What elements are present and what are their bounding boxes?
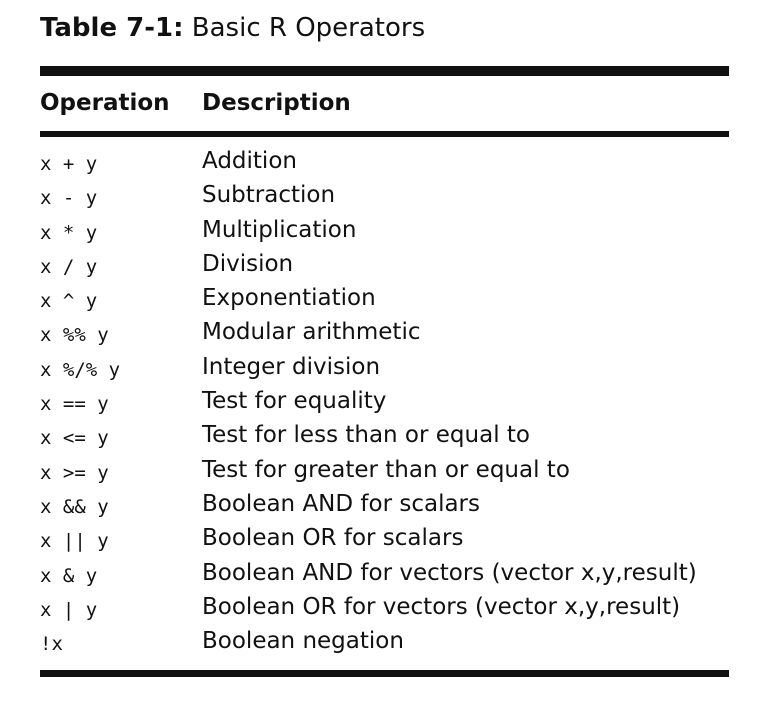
table-body: x + y Addition x - y Subtraction x * y Multip… <box>40 144 729 658</box>
table-row: x && y Boolean AND for scalars <box>40 487 729 521</box>
table-row: x <= y Test for less than or equal to <box>40 418 729 452</box>
table-row: x & y Boolean AND for vectors (vector x,y… <box>40 556 729 590</box>
table-row: x || y Boolean OR for scalars <box>40 521 729 555</box>
table-row: x * y Multiplication <box>40 213 729 247</box>
table-caption-label: Table 7-1: <box>40 13 184 43</box>
description-cell: Modular arithmetic <box>202 319 421 346</box>
table-header-rule <box>40 131 729 137</box>
table-row: x / y Division <box>40 247 729 281</box>
table-row: x >= y Test for greater than or equal to <box>40 453 729 487</box>
header-description: Description <box>202 90 351 116</box>
operation-cell: x %/% y <box>40 358 121 381</box>
table-row: x %/% y Integer division <box>40 350 729 384</box>
table-caption-title: Basic R Operators <box>191 13 426 43</box>
table-row: x - y Subtraction <box>40 178 729 212</box>
table-row: x + y Addition <box>40 144 729 178</box>
description-cell: Boolean AND for vectors (vector x,y,resu… <box>202 559 697 586</box>
operation-cell: x - y <box>40 187 98 210</box>
operation-cell: x + y <box>40 153 98 175</box>
operation-cell: x ^ y <box>40 290 98 313</box>
header-operation: Operation <box>40 90 170 116</box>
operation-cell: !x <box>40 633 63 656</box>
operation-cell: x == y <box>40 393 109 416</box>
operation-cell: x * y <box>40 221 98 244</box>
operation-cell: x >= y <box>40 461 109 484</box>
description-cell: Test for equality <box>202 388 387 415</box>
description-cell: Integer division <box>202 353 381 380</box>
table-row: !x Boolean negation <box>40 624 729 658</box>
operation-cell: x / y <box>40 255 98 278</box>
table-row: x %% y Modular arithmetic <box>40 315 729 349</box>
operation-cell: x || y <box>40 530 109 553</box>
table-header-row: Operation Description <box>40 86 729 120</box>
description-cell: Multiplication <box>202 216 357 243</box>
operation-cell: x && y <box>40 495 109 518</box>
operation-cell: x & y <box>40 564 98 587</box>
description-cell: Test for greater than or equal to <box>202 456 570 483</box>
description-cell: Boolean AND for scalars <box>202 490 480 517</box>
table-row: x | y Boolean OR for vectors (vector x,y,… <box>40 590 729 624</box>
description-cell: Division <box>202 250 294 277</box>
description-cell: Boolean OR for scalars <box>202 525 464 552</box>
operation-cell: x | y <box>40 598 98 621</box>
description-cell: Exponentiation <box>202 285 376 312</box>
table-caption: Table 7-1: Basic R Operators <box>40 10 425 46</box>
table-row: x ^ y Exponentiation <box>40 281 729 315</box>
description-cell: Subtraction <box>202 182 336 209</box>
operation-cell: x %% y <box>40 324 109 347</box>
description-cell: Boolean negation <box>202 628 404 655</box>
table-top-rule <box>40 66 729 76</box>
description-cell: Test for less than or equal to <box>202 422 530 449</box>
description-cell: Boolean OR for vectors (vector x,y,resul… <box>202 593 681 620</box>
operation-cell: x <= y <box>40 427 109 450</box>
description-cell: Addition <box>202 148 297 174</box>
table-bottom-rule <box>40 670 729 677</box>
table-row: x == y Test for equality <box>40 384 729 418</box>
